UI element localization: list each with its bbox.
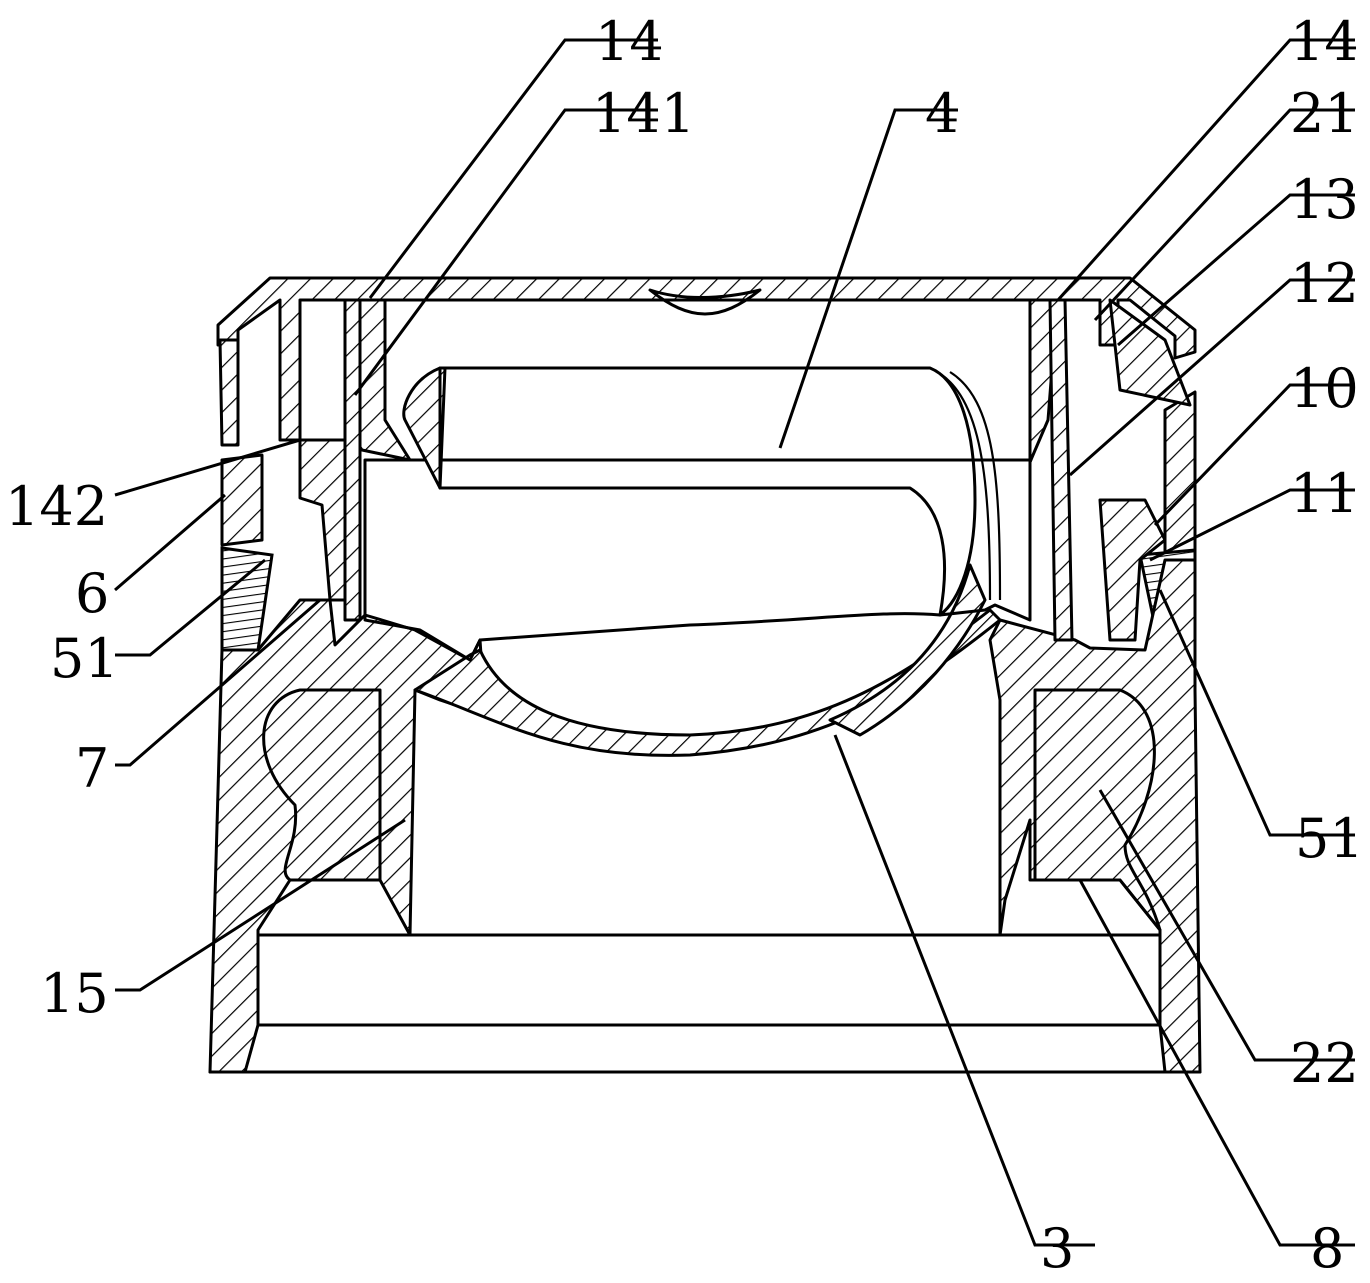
label-14-left: 14	[595, 10, 664, 73]
label-3: 3	[1040, 1217, 1074, 1280]
label-8: 8	[1310, 1217, 1344, 1280]
label-12: 12	[1290, 252, 1359, 315]
label-141: 141	[592, 82, 695, 145]
inner-cup-4	[365, 368, 1030, 660]
label-22: 22	[1290, 1032, 1359, 1095]
diaphragm-3	[415, 565, 1000, 755]
left-ring-51	[222, 548, 272, 650]
label-6: 6	[75, 562, 109, 625]
label-15: 15	[40, 962, 109, 1025]
label-7: 7	[75, 737, 109, 800]
label-13: 13	[1290, 168, 1359, 231]
label-21: 21	[1290, 82, 1359, 145]
label-11: 11	[1290, 462, 1359, 525]
left-skirt	[220, 340, 262, 545]
label-4: 4	[925, 82, 959, 145]
label-14-right: 14	[1290, 10, 1359, 73]
label-142: 142	[5, 475, 108, 538]
main-body	[210, 300, 1200, 1072]
base-rim	[210, 935, 1200, 1072]
label-51-right: 51	[1295, 807, 1364, 870]
label-10: 10	[1290, 357, 1359, 420]
label-51-left: 51	[50, 627, 119, 690]
